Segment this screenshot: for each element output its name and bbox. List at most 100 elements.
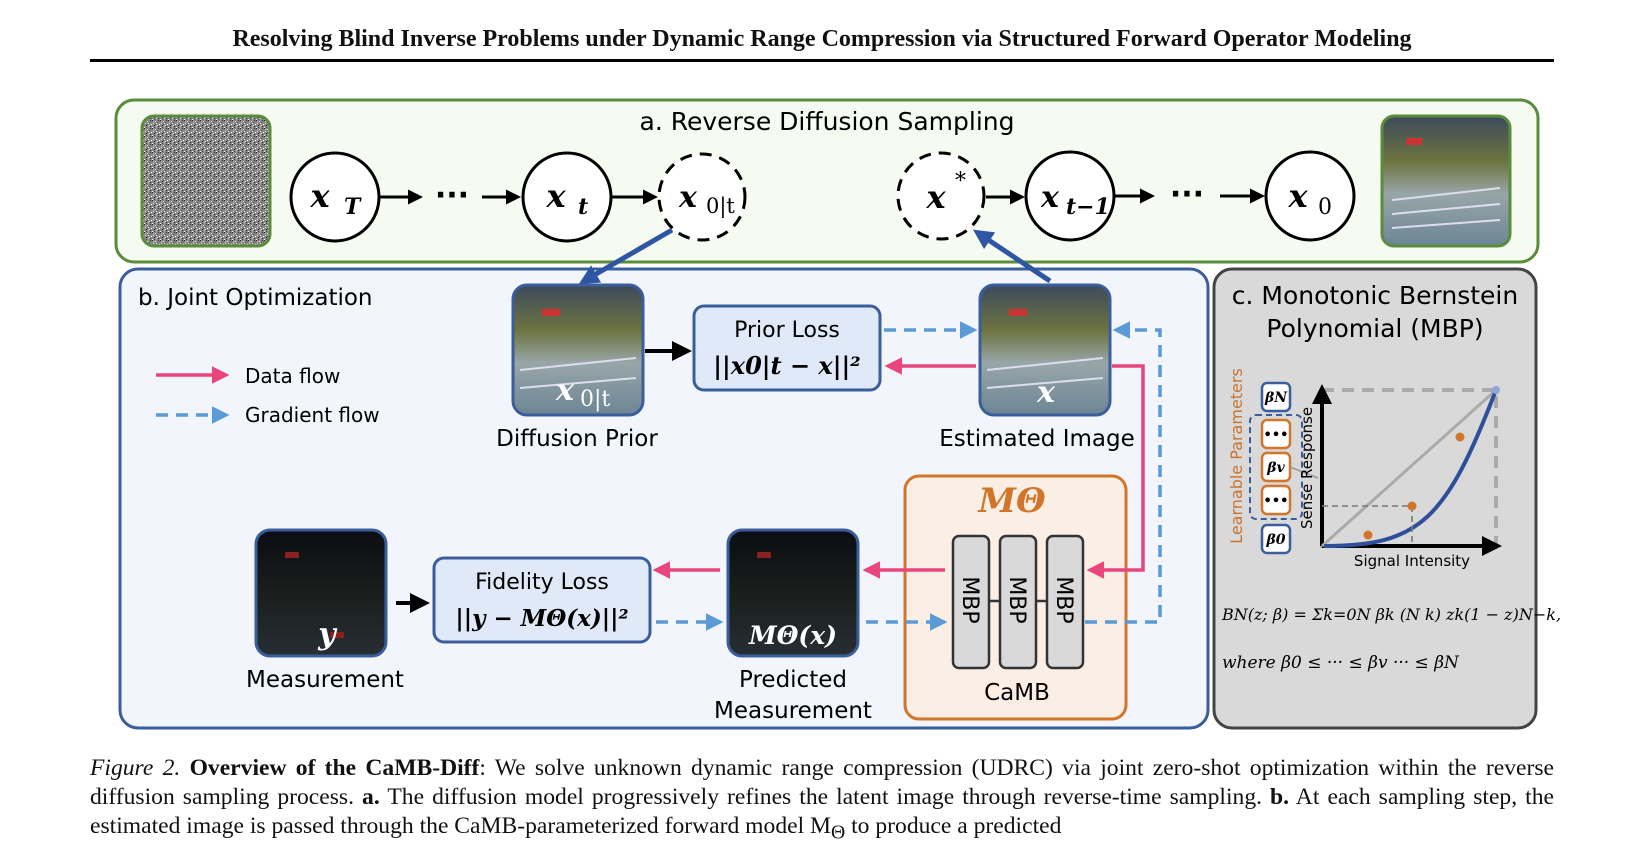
diffusion-prior-image: x 0|t <box>511 283 645 417</box>
svg-text:x: x <box>1287 177 1308 215</box>
identity-line <box>1320 388 1498 548</box>
pool-lanes <box>1391 187 1501 229</box>
ellipsis-2: ··· <box>1170 177 1204 212</box>
data-estimated-to-camb <box>1086 364 1145 579</box>
measurement-image: y <box>254 528 388 658</box>
params-dashed-group <box>1249 414 1303 520</box>
caption-text-1: : We solve unknown dynamic range compres… <box>90 755 1555 810</box>
caption-label: Figure 2. <box>90 755 181 781</box>
param-leader-line <box>1289 466 1319 479</box>
caption-b: b. <box>1270 784 1290 810</box>
node-xt1: x t−1 <box>1024 150 1116 242</box>
panel-c-title-2: Polynomial (MBP) <box>1266 314 1483 343</box>
caption-text-3-sub: Θ <box>831 821 846 844</box>
svg-text:x: x <box>1036 375 1056 410</box>
mbp-block-2: MBP <box>998 534 1038 670</box>
svg-text:MBP: MBP <box>1051 576 1076 623</box>
panel-b-joint-optimization: b. Joint Optimization Data flow Gradient… <box>118 227 1210 730</box>
monotonic-constraint: where β0 ≤ ··· ≤ βv ··· ≤ βN <box>1222 653 1460 673</box>
overview-figure: a. Reverse Diffusion Sampling x T ··· x … <box>114 98 1561 730</box>
node-x0t: x 0|t <box>657 152 747 242</box>
svg-text:x: x <box>678 180 698 215</box>
svg-text:MBP: MBP <box>1004 576 1029 623</box>
svg-text:t−1: t−1 <box>1066 194 1110 220</box>
prior-loss-title: Prior Loss <box>734 318 840 343</box>
control-point-2 <box>1363 530 1373 540</box>
mbp-curve <box>1323 389 1498 548</box>
param-dots-2: ••• <box>1260 484 1292 516</box>
header-rule <box>90 59 1554 62</box>
panel-a-reverse-diffusion: a. Reverse Diffusion Sampling x T ··· x … <box>114 98 1540 264</box>
arrow-x0t-to-prior <box>578 227 674 285</box>
svg-text:T: T <box>344 194 362 220</box>
node-xt: x t <box>521 151 613 243</box>
end-point <box>1492 386 1500 394</box>
estimated-image: x <box>978 283 1112 417</box>
legend-gradient-flow-label: Gradient flow <box>245 403 380 427</box>
control-point-1 <box>1407 501 1417 511</box>
svg-text:0|t: 0|t <box>580 387 610 412</box>
camb-caption: CaMB <box>984 680 1050 706</box>
panel-c-title-1: c. Monotonic Bernstein <box>1232 281 1518 310</box>
noise-image <box>140 114 272 248</box>
predicted-measurement-caption-2: Measurement <box>714 698 872 724</box>
prior-loss-formula: ||x0|t − x||² <box>713 351 860 380</box>
panel-c-mbp: c. Monotonic Bernstein Polynomial (MBP) … <box>1212 267 1561 730</box>
plot-ylabel: Sense Response <box>1298 407 1316 529</box>
mbp-block-1: MBP <box>951 534 991 670</box>
svg-text:βN: βN <box>1264 390 1288 406</box>
svg-text:x: x <box>555 373 575 408</box>
node-x0: x 0 <box>1264 150 1356 242</box>
learnable-params-label: Learnable Parameters <box>1227 368 1246 544</box>
predicted-measurement-image: MΘ(x) <box>726 528 860 658</box>
camb-title: MΘ <box>977 481 1046 521</box>
plot-xlabel: Signal Intensity <box>1354 552 1470 570</box>
svg-text:MΘ(x): MΘ(x) <box>748 621 837 650</box>
svg-text:t: t <box>578 194 588 220</box>
arrow-estimated-to-xstar <box>973 229 1052 284</box>
svg-text:•••: ••• <box>1264 428 1289 443</box>
mbp-plot: Sense Response Signal Intensity <box>1298 384 1502 570</box>
caption-bold: Overview of the CaMB-Diff <box>189 755 480 781</box>
scoreboard-mark <box>1406 138 1422 145</box>
svg-text:•••: ••• <box>1264 494 1289 509</box>
prior-loss-box: Prior Loss ||x0|t − x||² <box>692 304 882 392</box>
page-header-title: Resolving Blind Inverse Problems under D… <box>232 26 1412 52</box>
svg-text:x: x <box>925 178 946 216</box>
panel-a-border <box>114 98 1540 264</box>
node-xT: x T <box>289 151 381 243</box>
caption-a: a. <box>362 784 380 810</box>
clean-output-image <box>1380 114 1512 248</box>
fidelity-loss-formula: ||y − MΘ(x)||² <box>455 605 628 632</box>
svg-text:β0: β0 <box>1265 532 1285 548</box>
legend-data-flow-label: Data flow <box>245 364 340 388</box>
param-dots-1: ••• <box>1260 418 1292 450</box>
svg-text:βv: βv <box>1266 460 1285 476</box>
gradient-camb-to-estimated <box>1085 321 1162 624</box>
ellipsis-1: ··· <box>435 178 469 213</box>
fidelity-loss-box: Fidelity Loss ||y − MΘ(x)||² <box>432 556 652 644</box>
camb-box: MΘ MBP MBP MBP CaMB <box>903 474 1128 721</box>
caption-text-2: The diffusion model progressively refine… <box>379 784 1271 810</box>
panel-a-title: a. Reverse Diffusion Sampling <box>640 107 1015 136</box>
fidelity-loss-title: Fidelity Loss <box>475 570 609 595</box>
node-xstar: x * <box>896 151 986 241</box>
svg-text:y: y <box>317 617 338 652</box>
svg-text:MBP: MBP <box>957 576 982 623</box>
predicted-measurement-caption-1: Predicted <box>739 667 847 693</box>
param-beta-0: β0 <box>1260 523 1292 555</box>
diffusion-prior-caption: Diffusion Prior <box>496 426 658 452</box>
caption-text-4: to produce a predicted <box>845 813 1062 839</box>
svg-text:x: x <box>309 177 330 215</box>
panel-b-title: b. Joint Optimization <box>138 285 373 311</box>
svg-text:0|t: 0|t <box>706 194 735 219</box>
bernstein-formula: BN(z; β) = Σk=0N βk (N k) zk(1 − z)N−k, <box>1221 605 1561 624</box>
measurement-caption: Measurement <box>246 667 404 693</box>
figure-caption: Figure 2. Overview of the CaMB-Diff: We … <box>90 754 1554 848</box>
svg-text:*: * <box>955 169 966 194</box>
svg-text:0: 0 <box>1318 195 1332 220</box>
param-beta-v: βv <box>1260 451 1292 483</box>
svg-text:x: x <box>545 177 566 215</box>
estimated-image-caption: Estimated Image <box>939 426 1135 452</box>
svg-text:x: x <box>1040 180 1060 215</box>
